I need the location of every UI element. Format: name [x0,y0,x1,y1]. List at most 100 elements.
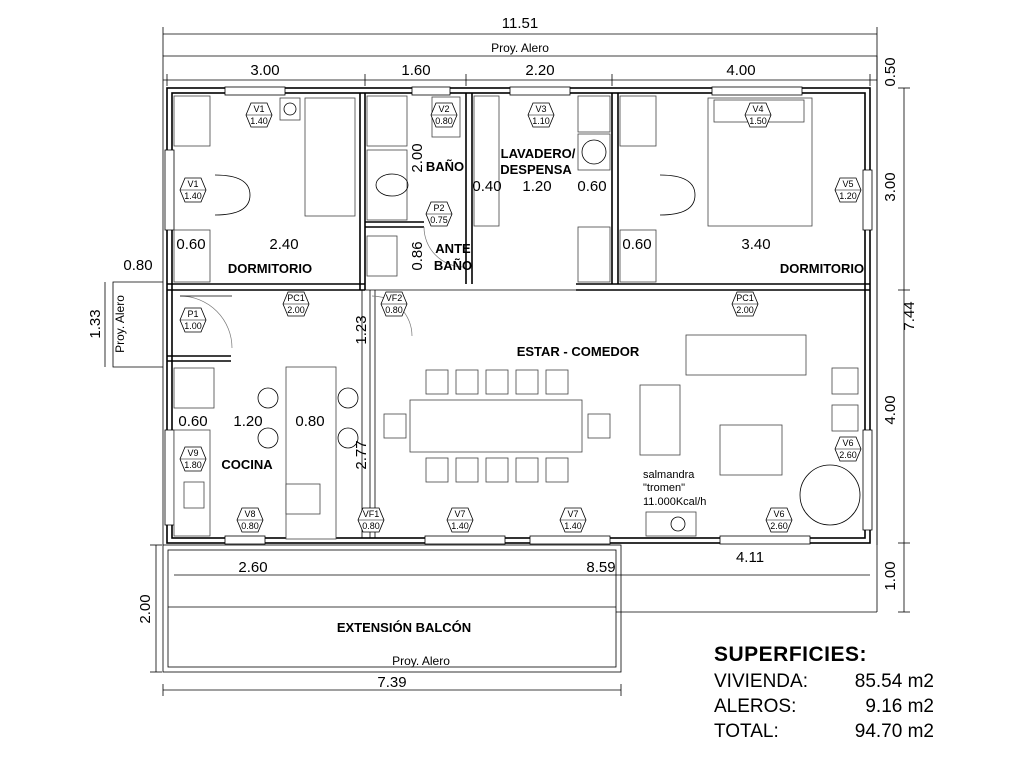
tag-id: V7 [567,509,578,519]
dim-right-total: 7.44 [901,301,918,330]
dim-laundry-2: 1.20 [522,178,551,195]
tag-size: 2.60 [770,521,788,531]
tag-id: VF1 [363,509,380,519]
tag-size: 0.80 [385,305,403,315]
dim-entry-eave: Proy. Alero [113,295,127,353]
stove-note-line-3: 11.000Kcal/h [643,496,706,508]
dim-overall-width: 11.51 [502,15,538,32]
dim-dorm-right-closet: 0.60 [622,236,651,253]
room-living: ESTAR - COMEDOR [517,344,640,359]
summary-label: ALEROS: [714,696,797,717]
room-laundry-2: DESPENSA [500,162,572,177]
window-breaks [164,86,873,545]
summary-title: SUPERFICIES: [714,643,868,666]
dim-top-2: 1.60 [401,62,430,79]
dim-dorm-left-width: 2.40 [269,236,298,253]
tag-id: V6 [842,438,853,448]
opening-tag-v6: V6 2.60 [834,436,862,462]
tag-id: V2 [438,104,449,114]
dim-anteroom: 0.86 [409,241,426,270]
dim-laundry-3: 0.60 [577,178,606,195]
dim-top-3: 2.20 [525,62,554,79]
dimension-lines [104,27,910,696]
dim-right-eave: 1.00 [882,561,899,590]
room-ante-1: ANTE [435,241,471,256]
tag-size: 1.80 [184,460,202,470]
tag-size: 1.40 [451,521,469,531]
summary-row: VIVIENDA: 85.54 m2 [714,671,944,696]
tag-size: 1.00 [184,321,202,331]
stove-note-line-1: salmandra [643,469,695,481]
tag-id: V8 [244,509,255,519]
tag-id: V4 [752,104,763,114]
summary-value: 9.16 m2 [865,696,934,717]
tag-id: V3 [535,104,546,114]
summary-value: 94.70 m2 [854,721,934,742]
opening-tag-v9: V9 1.80 [179,446,207,472]
opening-tag-v8: V8 0.80 [236,507,264,533]
tag-size: 2.60 [839,450,857,460]
dim-balcony-depth: 2.00 [137,594,154,623]
room-labels: DORMITORIO BAÑO LAVADERO/ DESPENSA ANTE … [221,146,864,635]
summary-row: ALEROS: 9.16 m2 [714,696,944,721]
opening-tag-v2: V2 0.80 [430,102,458,128]
eave-outline [112,55,878,613]
tag-id: PC1 [287,293,305,303]
dim-laundry-1: 0.40 [472,178,501,195]
dim-top-1: 3.00 [250,62,279,79]
dim-kitchen-height: 2.77 [353,440,370,469]
tag-id: V1 [187,179,198,189]
room-kitchen: COCINA [221,457,273,472]
summary-label: VIVIENDA: [714,671,808,692]
tag-id: P1 [187,309,198,319]
dim-eave-side: 0.50 [882,57,899,86]
dim-eave-label: Proy. Alero [491,41,549,55]
opening-tag-v4: V41.50 [744,102,772,128]
tag-id: P2 [433,203,444,213]
dim-right-lower: 4.00 [882,395,899,424]
dimension-labels: 11.51 Proy. Alero 3.00 1.60 2.20 4.00 0.… [87,15,918,691]
opening-tag-pc1: PC1 2.00 [282,291,310,317]
stove-note: salmandra "tromen" 11.000Kcal/h [643,469,706,508]
tag-size: 2.00 [287,305,305,315]
tag-size: 2.00 [736,305,754,315]
room-laundry-1: LAVADERO/ [501,146,576,161]
dim-top-4: 4.00 [726,62,755,79]
tag-size: 0.80 [435,116,453,126]
opening-tag-p1: P1 1.00 [179,307,207,333]
room-balcony: EXTENSIÓN BALCÓN [337,620,471,635]
interior-walls [167,93,870,538]
dim-balcony-eave: Proy. Alero [392,654,450,668]
room-dorm-right: DORMITORIO [780,261,864,276]
opening-tags: V11.40V11.40V20.80V31.10V41.50V51.20P20.… [179,102,862,533]
opening-tag-v5: V5 1.20 [834,177,862,203]
opening-tag-p2: P2 0.75 [425,201,453,227]
tag-size: 0.75 [430,215,448,225]
opening-tag-v3: V3 1.10 [527,102,555,128]
tag-size: 1.10 [532,116,550,126]
tag-id: V9 [187,448,198,458]
room-bath: BAÑO [426,159,464,174]
tag-id: V5 [842,179,853,189]
room-dorm-left: DORMITORIO [228,261,312,276]
dim-entry-depth: 1.33 [87,309,104,338]
opening-tag-v6: V6 2.60 [765,507,793,533]
dim-kitchen-3: 0.80 [295,413,324,430]
dim-bottom-mid: 8.59 [586,559,615,576]
tag-id: V6 [773,509,784,519]
dim-balcony-width: 7.39 [377,674,406,691]
furniture [173,95,861,540]
dim-kitchen-2: 1.20 [233,413,262,430]
opening-tag-v7: V7 1.40 [446,507,474,533]
dining-chairs [383,369,611,483]
tag-size: 0.80 [241,521,259,531]
summary-row: TOTAL: 94.70 m2 [714,721,944,746]
opening-tag-v1: V11.40 [245,102,273,128]
tag-size: 1.20 [839,191,857,201]
room-ante-2: BAÑO [434,258,472,273]
tag-id: V7 [454,509,465,519]
areas-summary: SUPERFICIES: VIVIENDA: 85.54 m2 ALEROS: … [714,643,944,746]
